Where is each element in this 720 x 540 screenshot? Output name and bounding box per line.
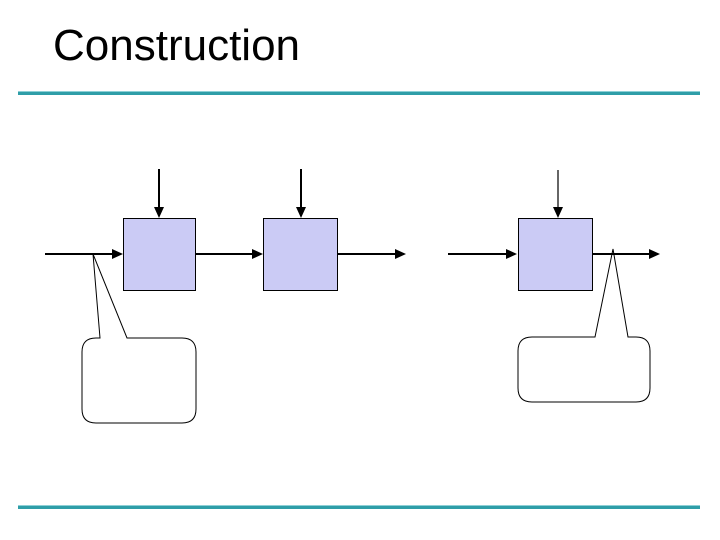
title-divider	[18, 91, 700, 95]
callout-left	[81, 253, 197, 424]
process-box-3	[518, 218, 593, 291]
process-box-1	[123, 218, 196, 291]
slide-title: Construction	[53, 21, 301, 70]
footer-divider	[18, 505, 700, 509]
process-box-2	[263, 218, 338, 291]
callout-right	[517, 248, 651, 403]
